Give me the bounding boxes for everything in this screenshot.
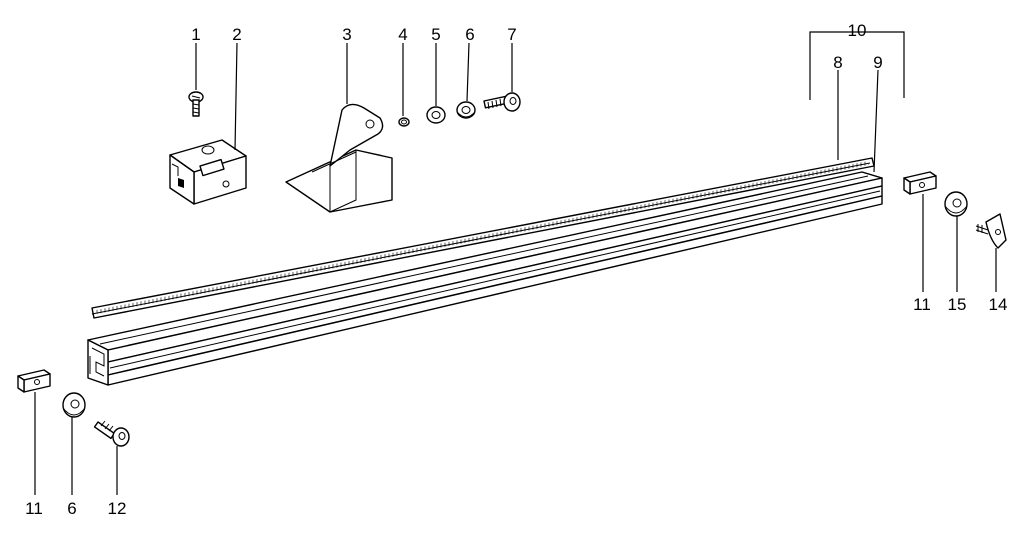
- slider-block-left: [17, 369, 51, 393]
- callout-1: 1: [191, 25, 200, 44]
- callout-2: 2: [232, 25, 241, 44]
- washer-part-5: [426, 106, 446, 124]
- spacer-part-6-top: [456, 101, 476, 119]
- callout-6-top: 6: [465, 25, 474, 44]
- callout-9: 9: [873, 53, 882, 72]
- slider-block-right: [903, 171, 937, 195]
- callout-6-bottom: 6: [67, 499, 76, 518]
- bolt-part-12: [93, 420, 130, 447]
- guide-rail: [87, 171, 883, 386]
- spring-part-4: [398, 117, 410, 127]
- callout-4: 4: [398, 25, 407, 44]
- scale-strip: [91, 157, 875, 319]
- spacer-part-6-bottom: [62, 392, 86, 418]
- spacer-part-15: [944, 191, 968, 217]
- bolt-part-7: [483, 92, 521, 112]
- callout-3: 3: [342, 25, 351, 44]
- screw-part-1: [188, 91, 204, 117]
- callout-15: 15: [948, 295, 967, 314]
- leader-lines: [34, 31, 997, 495]
- callout-7: 7: [507, 25, 516, 44]
- callout-10: 10: [848, 21, 867, 40]
- wing-screw-part-14: [975, 213, 1007, 249]
- callout-11-left: 11: [25, 499, 43, 518]
- clamp-block: [169, 139, 247, 205]
- callout-5: 5: [431, 25, 440, 44]
- callout-14: 14: [989, 295, 1008, 314]
- callout-8: 8: [833, 53, 842, 72]
- callout-labels: 1 2 3 4 5 6 7 10 8 9 11 15 14 11 6 12: [25, 21, 1007, 518]
- rail-end-profile: [87, 339, 109, 386]
- callout-12: 12: [108, 499, 127, 518]
- pointer-bracket: [285, 103, 393, 213]
- callout-11-right: 11: [913, 295, 931, 314]
